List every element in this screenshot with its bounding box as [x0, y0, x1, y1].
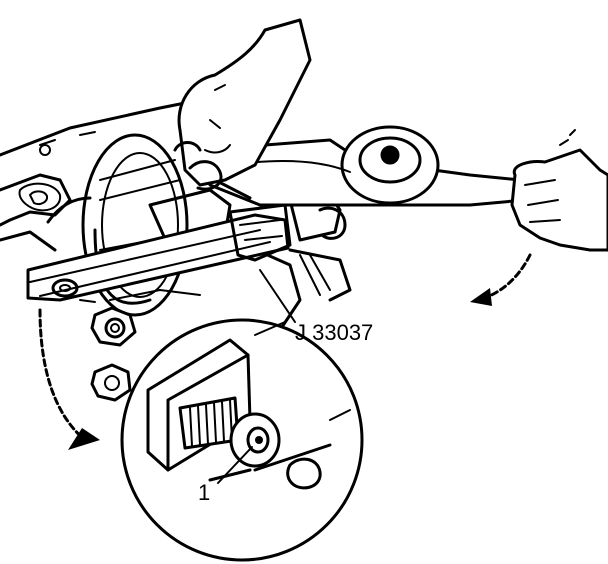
tool-j33037: [26, 203, 292, 303]
engine-housing: [0, 98, 202, 252]
left-hand: [173, 18, 312, 191]
tool-label: J 33037: [295, 320, 373, 345]
tensioner-bolts: [90, 306, 137, 402]
callout-1-label: 1: [198, 480, 210, 505]
right-hand: [510, 129, 608, 252]
callout-1-leader: [217, 446, 253, 484]
curved-arrow-down-left-icon: [470, 253, 532, 306]
breaker-bar: [198, 125, 527, 207]
curved-arrow-down-right-icon: [38, 308, 100, 450]
tool-leader-line: [259, 269, 296, 323]
detail-inset: [120, 318, 364, 562]
